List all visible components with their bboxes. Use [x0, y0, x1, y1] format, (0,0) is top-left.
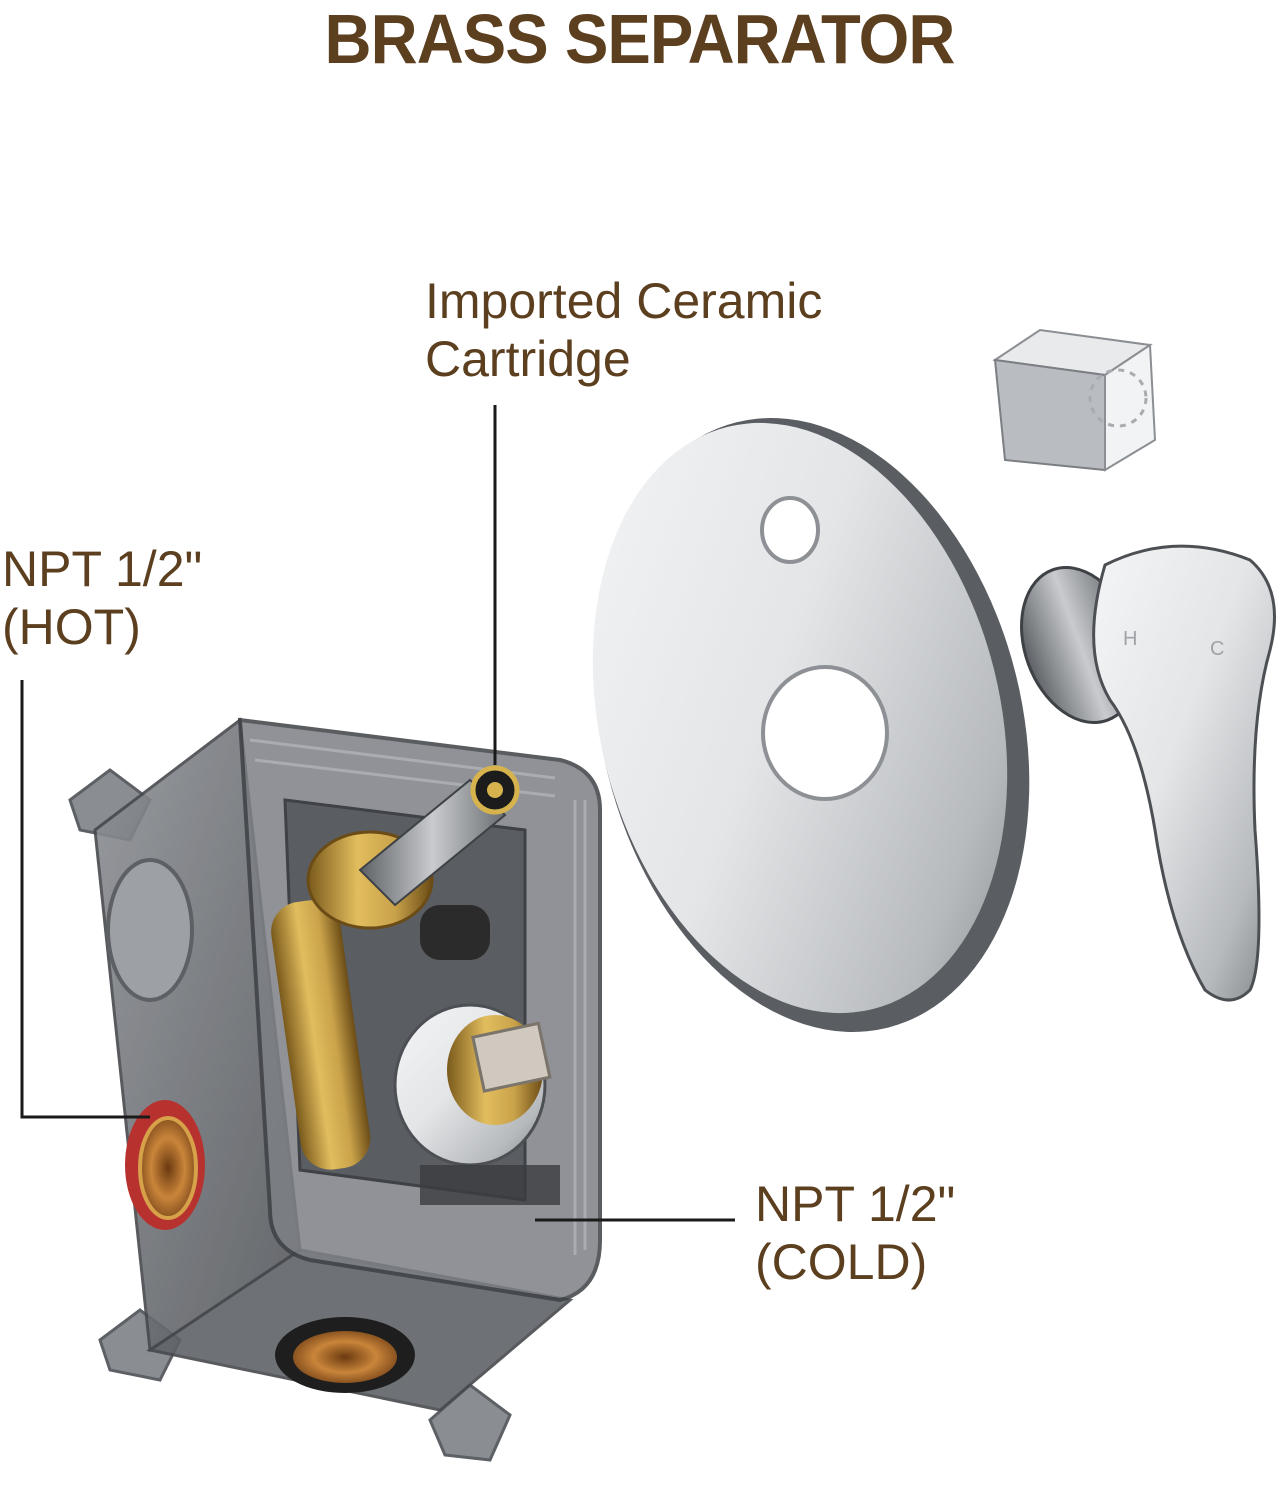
callout-cold-line2: (COLD)	[755, 1234, 928, 1290]
callout-hot-line2: (HOT)	[2, 599, 141, 655]
handle-cold-mark: C	[1210, 638, 1224, 660]
callout-cartridge-line1: Imported Ceramic	[425, 273, 823, 329]
page-title: BRASS SEPARATOR	[324, 0, 956, 78]
diverter-knob	[992, 328, 1157, 472]
leader-lines	[20, 405, 735, 1222]
trim-plate-large-hole	[761, 665, 889, 801]
side-knockout	[106, 858, 194, 1002]
callout-hot-line1: NPT 1/2"	[2, 541, 203, 597]
handle-hot-mark: H	[1123, 628, 1137, 650]
lever-handle: H C	[1020, 544, 1276, 1002]
trim-plate-small-hole	[760, 496, 820, 564]
callout-cold-line1: NPT 1/2"	[755, 1176, 956, 1232]
hot-leader-line	[20, 680, 150, 1119]
diverter-valve	[393, 1003, 560, 1205]
brass-valve-body	[271, 765, 520, 1170]
callout-cold: NPT 1/2" (COLD)	[755, 1175, 1055, 1291]
trim-plate	[592, 418, 1030, 1032]
callout-cartridge-line2: Cartridge	[425, 331, 631, 387]
callout-hot: NPT 1/2" (HOT)	[2, 540, 262, 656]
callout-cartridge: Imported Ceramic Cartridge	[425, 272, 885, 388]
